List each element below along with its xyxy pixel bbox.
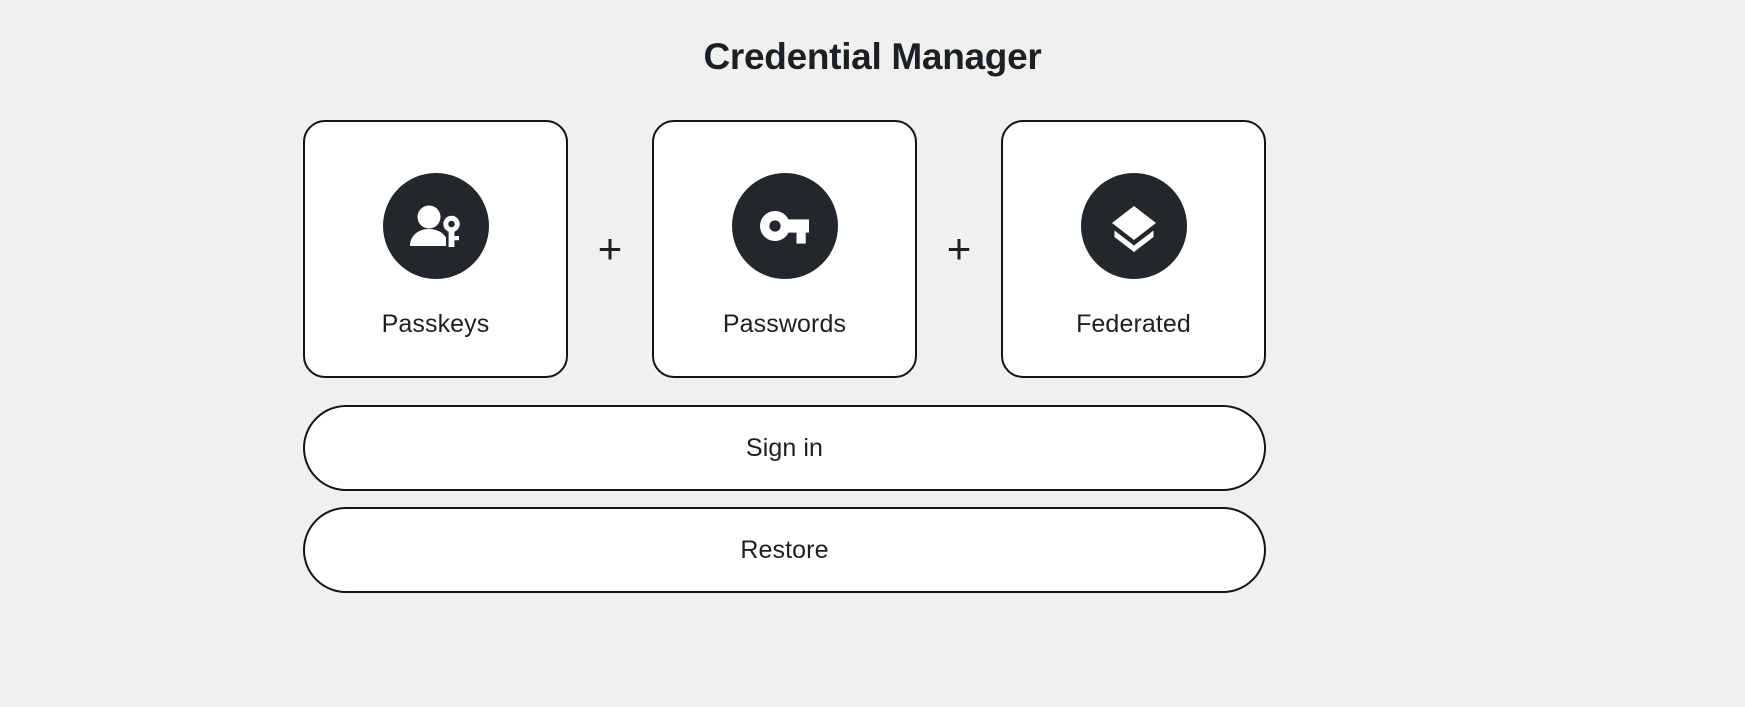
credential-card-label: Passkeys bbox=[381, 310, 490, 338]
restore-button[interactable]: Restore bbox=[303, 507, 1266, 593]
plus-separator-1: + bbox=[597, 225, 623, 272]
page-title: Credential Manager bbox=[703, 36, 1042, 77]
credential-card-passwords[interactable]: Passwords bbox=[652, 120, 917, 378]
sign-in-button[interactable]: Sign in bbox=[303, 405, 1266, 491]
person-key-icon bbox=[382, 173, 489, 279]
layers-icon bbox=[1080, 173, 1187, 279]
credential-card-label: Federated bbox=[1076, 310, 1191, 338]
credential-card-passkeys[interactable]: Passkeys bbox=[303, 120, 568, 378]
credential-card-federated[interactable]: Federated bbox=[1001, 120, 1266, 378]
plus-separator-2: + bbox=[946, 225, 972, 272]
credential-type-row: Passkeys + Passwords + bbox=[303, 120, 1266, 378]
key-icon bbox=[731, 173, 838, 279]
credential-card-label: Passwords bbox=[722, 310, 847, 338]
